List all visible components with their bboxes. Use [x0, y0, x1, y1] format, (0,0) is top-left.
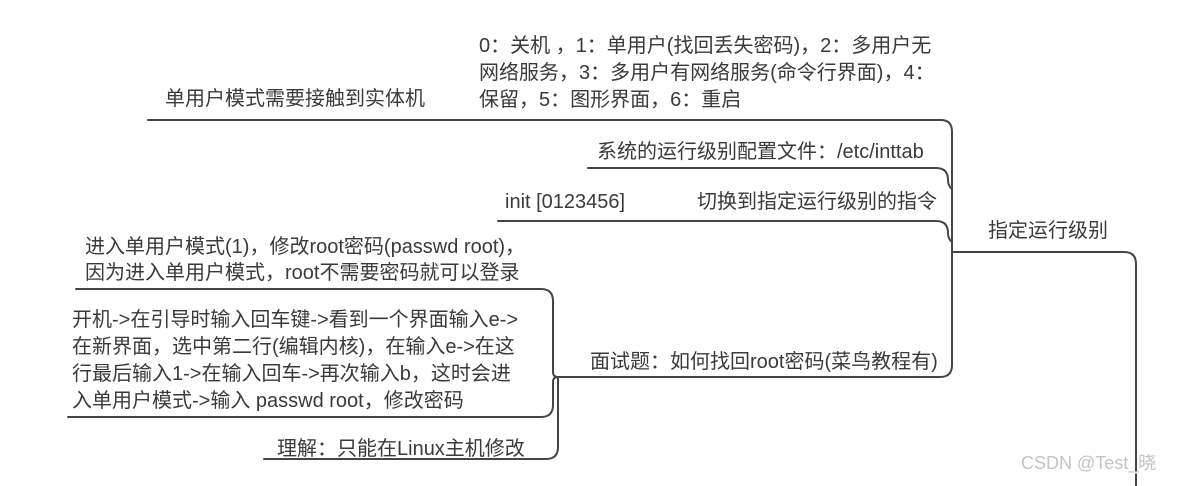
init-command-text: init [0123456]	[505, 191, 626, 213]
node-boot-steps-line2: 在新界面，选中第二行(编辑内核)，在输入e->在这	[72, 336, 515, 358]
node-runlevels-line1: 0：关机 ，1：单用户(找回丢失密码)，2：多用户无	[479, 35, 932, 57]
node-config-file[interactable]: 系统的运行级别配置文件：/etc/inttab	[597, 141, 924, 163]
init-command-desc: 切换到指定运行级别的指令	[697, 191, 937, 213]
branch-spine	[557, 119, 953, 378]
node-passwd[interactable]: 进入单用户模式(1)，修改root密码(passwd root)， 因为进入单用…	[85, 234, 525, 286]
node-single-user-note[interactable]: 单用户模式需要接触到实体机	[165, 88, 425, 110]
node-root[interactable]: 指定运行级别	[988, 220, 1108, 242]
branch-config-file	[587, 167, 953, 190]
node-boot-steps-line3: 行最后输入1->在输入回车->再次输入b，这时会进	[72, 363, 511, 385]
node-passwd-line1: 进入单用户模式(1)，修改root密码(passwd root)，	[85, 236, 526, 258]
node-boot-steps[interactable]: 开机->在引导时输入回车键->看到一个界面输入e-> 在新界面，选中第二行(编辑…	[72, 307, 518, 415]
node-init-cmd[interactable]: init [0123456] 切换到指定运行级别的指令	[505, 189, 937, 216]
branch-understand	[263, 376, 559, 460]
csdn-watermark: CSDN @Test_晓	[1021, 453, 1157, 473]
branch-root	[951, 251, 1137, 486]
node-passwd-line2: 因为进入单用户模式，root不需要密码就可以登录	[85, 262, 520, 284]
node-boot-steps-line1: 开机->在引导时输入回车键->看到一个界面输入e->	[72, 309, 519, 331]
node-runlevels[interactable]: 0：关机 ，1：单用户(找回丢失密码)，2：多用户无 网络服务，3：多用户有网络…	[479, 33, 935, 114]
branch-boot-steps	[67, 376, 559, 418]
node-interview[interactable]: 面试题：如何找回root密码(菜鸟教程有)	[590, 351, 938, 373]
node-understand[interactable]: 理解：只能在Linux主机修改	[277, 438, 525, 460]
node-runlevels-line3: 保留，5：图形界面，6：重启	[479, 89, 742, 111]
branch-init-cmd	[497, 220, 953, 243]
node-runlevels-line2: 网络服务，3：多用户有网络服务(命令行界面)，4：	[479, 62, 935, 84]
node-boot-steps-line4: 入单用户模式->输入 passwd root，修改密码	[72, 390, 464, 412]
